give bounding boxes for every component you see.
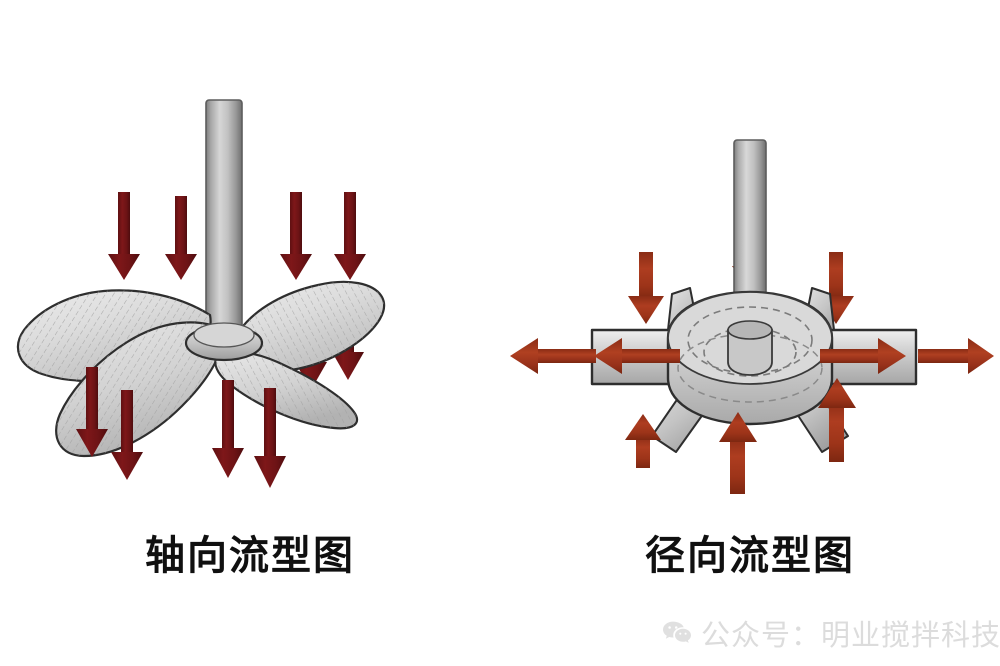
panel-radial-flow: 径向流型图 [500,0,1000,666]
panel-axial-flow: 轴向流型图 [16,99,386,579]
radial-outflow-arrow-left-group [510,338,680,374]
radial-outflow-arrow [594,338,680,374]
axial-inflow-arrow [334,192,366,280]
radial-inflow-arrow [719,412,757,494]
caption-axial-flow: 轴向流型图 [145,533,355,579]
axial-outflow-arrow [212,380,244,478]
axial-inflow-arrow [108,192,140,280]
axial-impeller-hub [184,322,264,362]
axial-flow-impeller-figure [16,99,386,488]
radial-outflow-arrow [918,338,994,374]
radial-outflow-arrow [510,338,596,374]
radial-outflow-arrow-right-group [820,338,994,374]
radial-flow-impeller-figure [510,139,994,494]
axial-inflow-arrow [165,196,197,280]
radial-inflow-arrow [625,414,661,468]
caption-radial-flow: 径向流型图 [645,533,855,579]
radial-inflow-arrow [628,252,664,324]
axial-outflow-arrow-group [76,367,286,488]
axial-inflow-arrow-group [108,192,366,280]
axial-inflow-arrow [280,192,312,280]
radial-outflow-arrow [820,338,906,374]
radial-inflow-arrow-bottom-group [625,378,856,494]
axial-outflow-arrow [254,388,286,488]
axial-outflow-arrow [111,390,143,480]
axial-outflow-arrow [76,367,108,457]
radial-inflow-arrow [818,378,856,462]
radial-impeller-hub [727,320,773,376]
